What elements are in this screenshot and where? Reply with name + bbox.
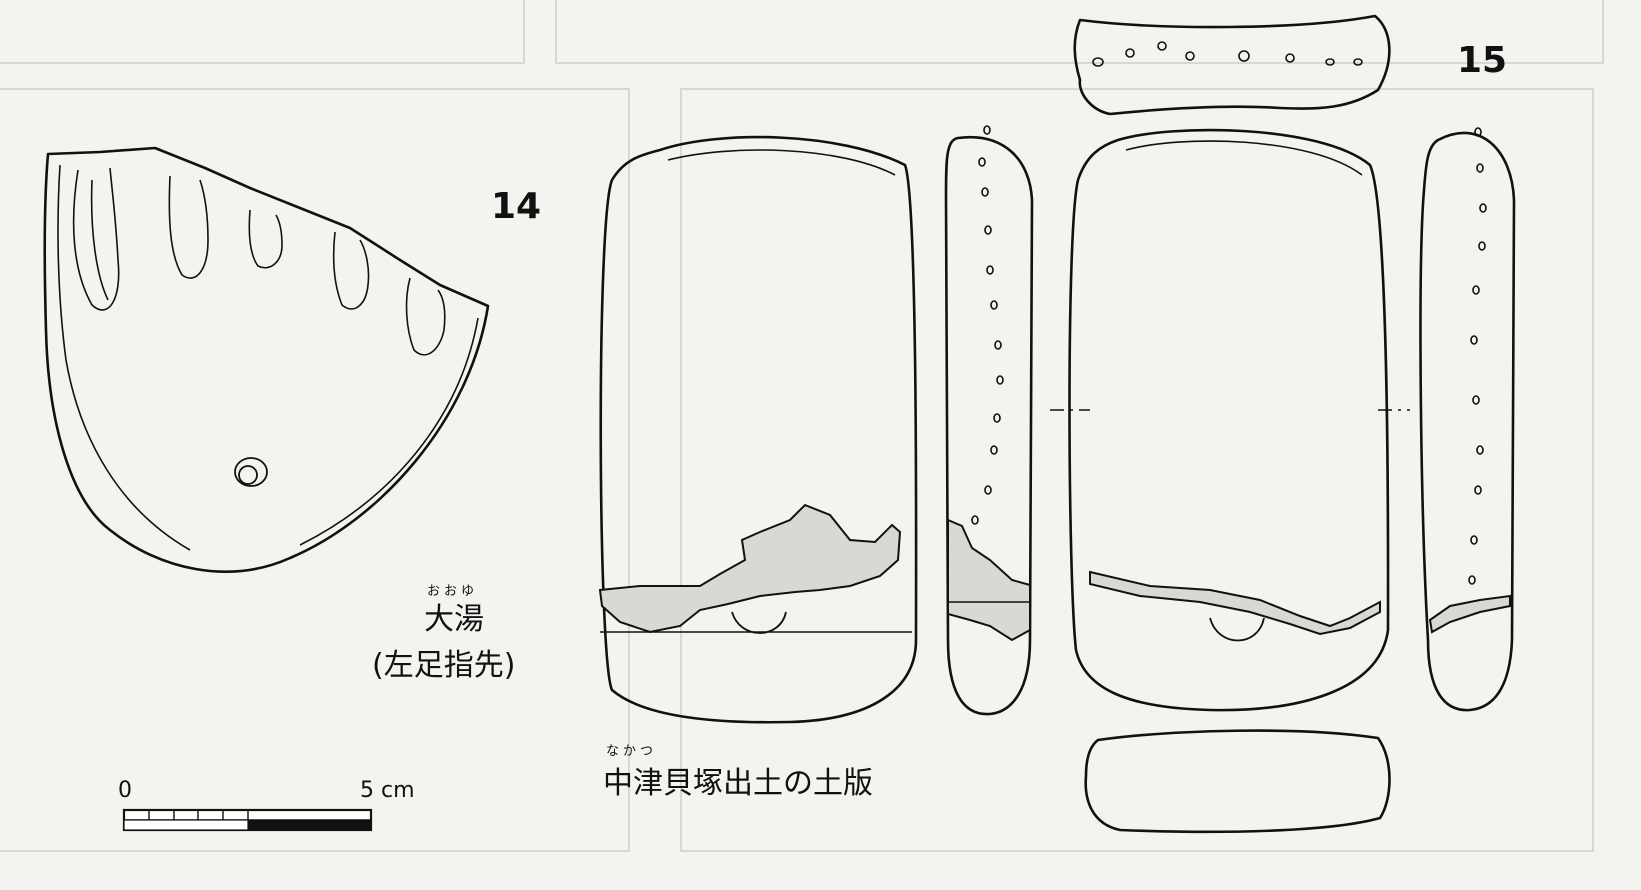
item-14-name: 大湯 — [424, 602, 484, 637]
item-15-caption: 中津貝塚出土の土版 — [603, 766, 873, 801]
clay-tablet-front-left — [598, 135, 918, 724]
item-14-description: (左足指先) — [372, 648, 516, 683]
item-number-15: 15 — [1457, 40, 1508, 81]
item-number-14: 14 — [491, 186, 542, 227]
item-15-reading: なかつ — [606, 744, 658, 759]
item-14-reading: おおゆ — [427, 584, 479, 599]
background-frame — [680, 88, 1594, 852]
background-frame — [0, 0, 525, 64]
clay-tablet-front-right — [1050, 128, 1410, 712]
footprint-tablet-drawing — [43, 146, 490, 573]
scale-end-label: 5 cm — [360, 778, 415, 803]
background-frame — [0, 88, 630, 852]
clay-tablet-bottom-view — [1084, 729, 1391, 834]
clay-tablet-side-left — [944, 125, 1034, 716]
clay-tablet-top-view — [1073, 14, 1391, 116]
clay-tablet-side-right — [1419, 127, 1516, 712]
scale-start-label: 0 — [118, 778, 132, 803]
scale-bar — [122, 808, 373, 832]
background-frame — [555, 0, 1604, 64]
